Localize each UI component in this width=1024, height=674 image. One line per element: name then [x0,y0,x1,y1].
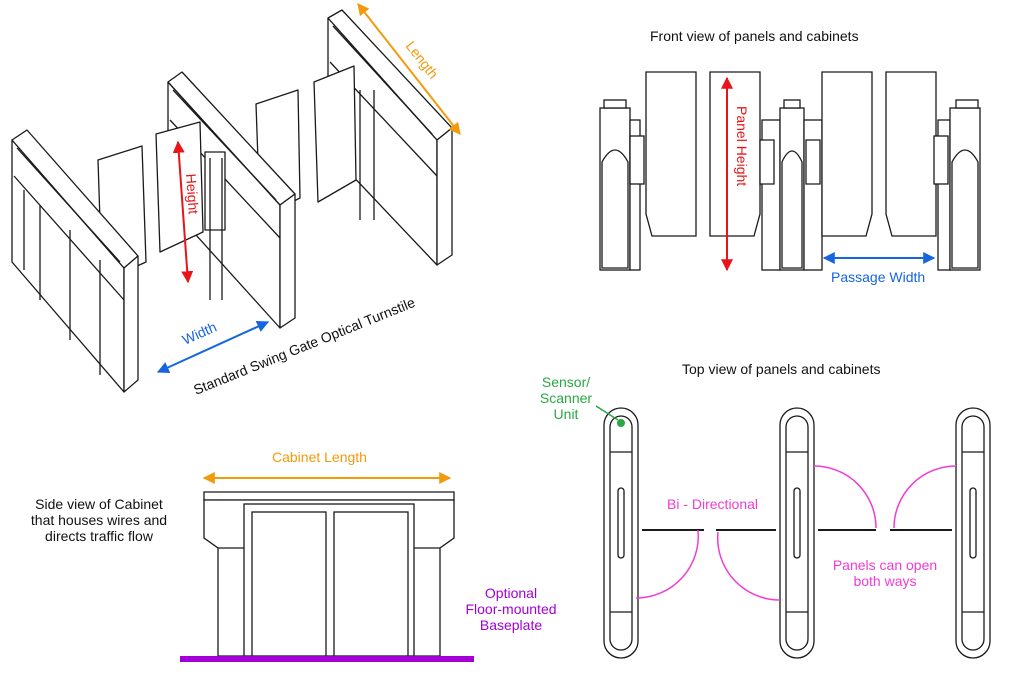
top-cabinet-center [779,407,815,659]
front-cabinet-left [599,99,645,271]
top-cabinet-right [955,407,991,659]
sensor-label: Sensor/ Scanner Unit [539,374,593,422]
baseplate [180,656,474,662]
perspective-panel-back-right [313,65,357,203]
front-cabinet-right [933,99,981,271]
height-label: Height [183,173,202,215]
front-view [599,71,981,271]
baseplate-label: Optional Floor-mounted Baseplate [465,585,557,633]
length-label: Length [403,38,442,82]
passage-width-label: Passage Width [831,269,926,285]
perspective-title: Standard Swing Gate Optical Turnstile [191,294,417,398]
perspective-cabinet-front [11,129,139,393]
height-arrow [172,140,194,284]
bidirectional-label: Bi - Directional [667,496,759,512]
top-cabinet-left [603,407,639,659]
front-view-title: Front view of panels and cabinets [650,28,859,44]
width-label: Width [180,319,219,348]
panel-height-label: Panel Height [734,106,750,186]
front-panel-1 [645,71,697,237]
panel-swing-arcs [635,465,957,601]
side-view [203,491,455,657]
front-cabinet-center [759,99,823,271]
perspective-view [11,9,453,393]
panels-open-label: Panels can open both ways [832,557,938,589]
width-arrow [156,321,270,373]
top-view [603,407,991,659]
side-view-title: Side view of Cabinet that houses wires a… [30,496,168,544]
front-panel-4 [885,71,937,237]
front-panel-3 [821,71,873,237]
length-arrow [357,3,461,135]
cabinet-length-label: Cabinet Length [272,449,367,465]
sensor-dot [617,419,625,427]
sensor-leader [595,405,619,421]
top-view-title: Top view of panels and cabinets [682,361,881,377]
